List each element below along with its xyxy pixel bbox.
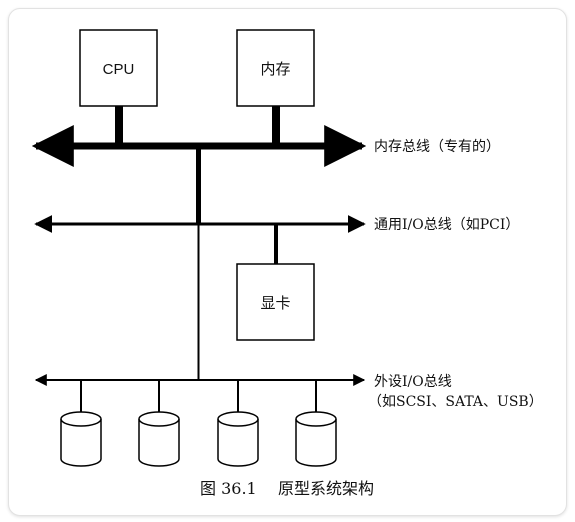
graphics-card-label: 显卡	[260, 295, 290, 312]
figure-title: 原型系统架构	[278, 479, 374, 498]
general-io-bus-label: 通用I/O总线（如PCI）	[374, 217, 519, 233]
memory-bus-label: 内存总线（专有的）	[374, 139, 500, 155]
graphics-card-box	[236, 263, 315, 341]
memory-connector	[272, 106, 280, 146]
peripheral-io-bus-label: 外设I/O总线	[374, 374, 452, 390]
cpu-box	[79, 29, 158, 107]
memory-box	[236, 29, 315, 107]
disk-1-icon	[60, 411, 102, 467]
cpu-label: CPU	[103, 61, 135, 78]
graphics-connector	[274, 224, 278, 264]
cpu-connector	[115, 106, 123, 146]
peripheral-io-bus-examples: （如SCSI、SATA、USB）	[368, 394, 543, 410]
bridge-memory-io	[196, 146, 201, 224]
figure-number: 图 36.1	[200, 479, 257, 498]
disk-4-icon	[295, 411, 337, 467]
memory-label: 内存	[260, 61, 290, 78]
disk-2-icon	[138, 411, 180, 467]
disk-3-icon	[217, 411, 259, 467]
